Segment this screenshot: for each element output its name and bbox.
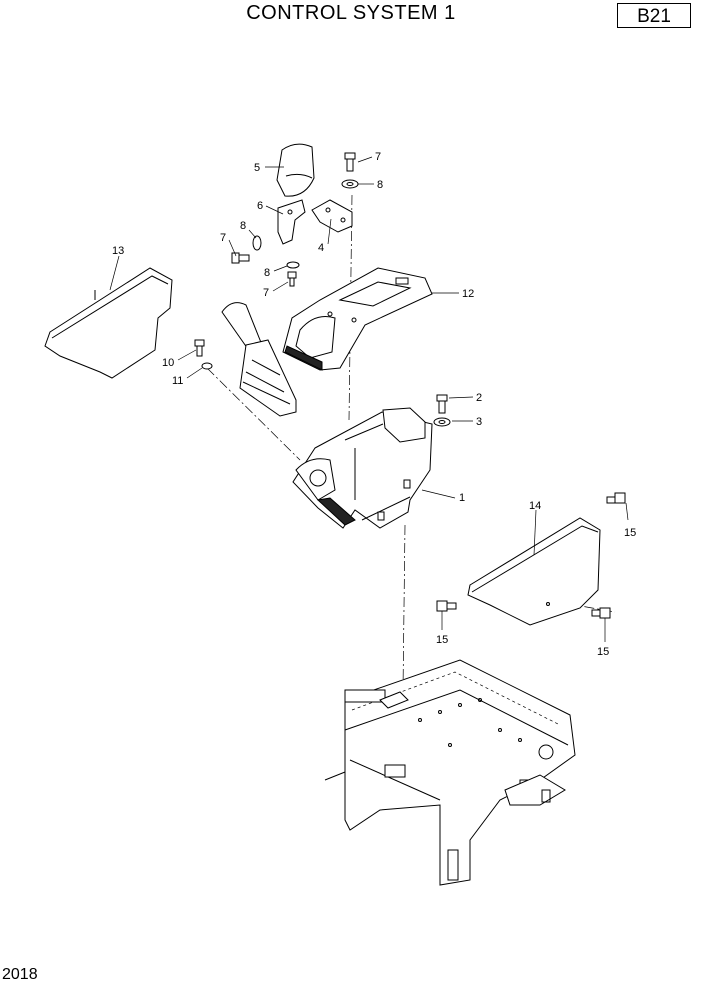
- knob-part: [276, 143, 315, 197]
- callout-13: 13: [112, 245, 124, 257]
- callout-10: 10: [162, 357, 174, 369]
- callout-15-right: 15: [624, 527, 636, 539]
- callout-1: 1: [459, 492, 465, 504]
- page-code-box: B21: [617, 3, 691, 28]
- callout-5: 5: [254, 162, 260, 174]
- callout-3: 3: [476, 416, 482, 428]
- washer-8-left: [252, 235, 262, 251]
- console-box-part: [292, 407, 433, 529]
- callout-labels: 1 2 3 4 5 6 7 7 7 8 8 8 10 11 12 13 14 1…: [112, 151, 636, 658]
- callout-2: 2: [476, 392, 482, 404]
- console-top-cover-part: [282, 267, 433, 371]
- console-base-frame: [324, 659, 576, 886]
- callout-7-top: 7: [375, 151, 381, 163]
- left-side-cover-part: [44, 267, 173, 379]
- callout-15-left: 15: [436, 634, 448, 646]
- bracket-6-part: [277, 199, 306, 245]
- bolt-2: [436, 394, 448, 414]
- footer-year: 2018: [2, 966, 38, 983]
- callout-12: 12: [462, 288, 474, 300]
- callout-14: 14: [529, 500, 541, 512]
- page-title: CONTROL SYSTEM 1: [246, 2, 456, 24]
- bolt-15-left: [436, 600, 457, 612]
- bolt-7-mid: [287, 271, 297, 287]
- washer-8-mid: [286, 261, 300, 269]
- bracket-4-part: [311, 199, 353, 233]
- bolt-15-bottom: [591, 607, 611, 619]
- callout-6: 6: [257, 200, 263, 212]
- callout-7-left: 7: [220, 232, 226, 244]
- callout-7-mid: 7: [263, 287, 269, 299]
- callout-11: 11: [172, 375, 183, 387]
- callout-8-left: 8: [240, 220, 246, 232]
- washer-11: [201, 362, 213, 370]
- callout-8-mid: 8: [264, 267, 270, 279]
- bolt-7-left: [231, 252, 250, 264]
- callout-4: 4: [318, 242, 324, 254]
- assembly-axis-lever: [206, 367, 301, 461]
- leader-lines: [109, 156, 629, 642]
- right-side-cover-part: [467, 517, 601, 626]
- bolt-10: [194, 339, 205, 357]
- joystick-lever-part: [221, 302, 297, 417]
- assembly-axis-lower: [402, 524, 406, 691]
- bolt-15-right: [606, 492, 626, 504]
- callout-8-top: 8: [377, 179, 383, 191]
- callout-15-bottom: 15: [597, 646, 609, 658]
- bolt-7-top: [344, 152, 356, 172]
